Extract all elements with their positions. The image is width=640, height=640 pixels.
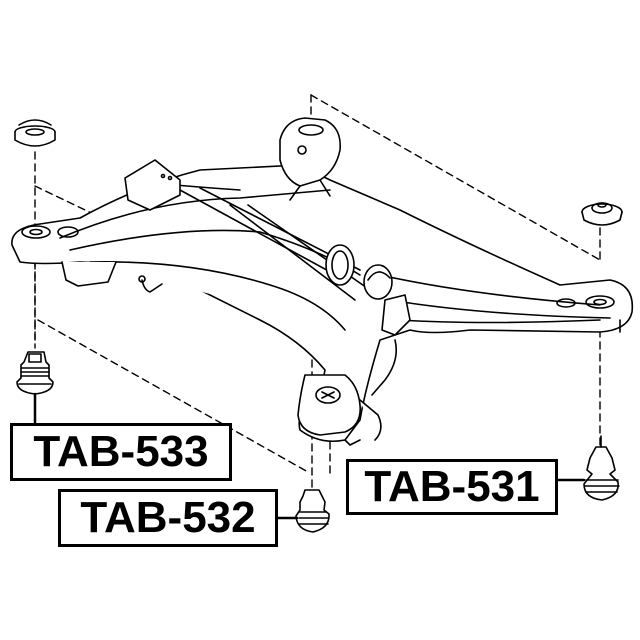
upper-bushing-left [14,119,56,147]
rear-mount-tower [279,117,342,201]
part-label-tab-531[interactable]: TAB-531 [346,459,558,515]
front-center-mount [297,374,382,446]
part-label-tab-533[interactable]: TAB-533 [10,423,232,481]
center-right-bracket [371,294,411,396]
upper-bushing-right [581,202,623,226]
subframe-body [11,164,634,443]
bushing-tab-533 [16,351,54,425]
diff-mount-bushings [325,244,393,300]
part-label-tab-532[interactable]: TAB-532 [58,489,278,547]
right-mount-eye [556,295,621,333]
bushing-tab-532 [276,489,330,533]
left-bracket [124,159,181,211]
left-mount-eye [21,225,79,239]
bushing-tab-531 [556,435,620,501]
